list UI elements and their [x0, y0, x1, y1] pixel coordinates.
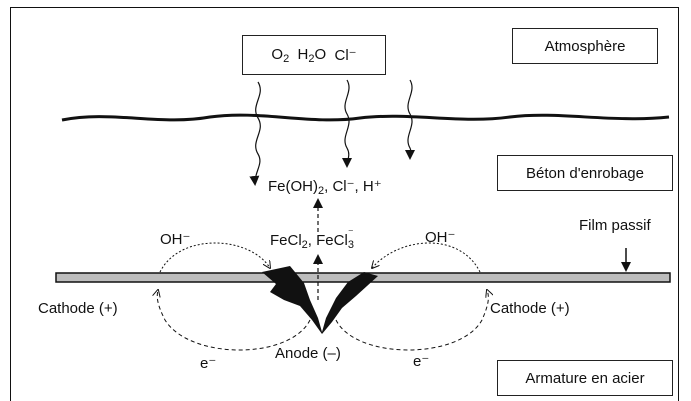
steel-label: Armature en acier: [525, 369, 645, 387]
cathode-left-label: Cathode (+): [38, 300, 118, 317]
iron-chloride-label: FeCl2, FeCl⁻3: [270, 227, 354, 251]
cathode-right-label: Cathode (+): [490, 300, 570, 317]
diagram-frame: [10, 7, 679, 401]
diffusion-arrow-2: [342, 79, 353, 168]
oh-arc-left: [159, 242, 270, 273]
passive-film-label: Film passif: [579, 217, 651, 234]
oh-right-label: OH⁻: [425, 229, 456, 246]
concrete-box: Béton d'enrobage: [497, 155, 673, 191]
electron-right-label: e⁻: [413, 353, 430, 370]
electron-loop-right: [335, 290, 488, 351]
oh-arc-right: [372, 242, 481, 273]
o2-label: O2: [271, 45, 290, 65]
atmosphere-box: Atmosphère: [512, 28, 658, 64]
incoming-species-box: O2 H2O Cl⁻: [242, 35, 386, 75]
electron-loop-left: [157, 290, 311, 351]
steel-box: Armature en acier: [497, 360, 673, 396]
corrosion-products-label: Fe(OH)2, Cl⁻, H⁺: [268, 178, 382, 197]
corrosion-pit: [262, 266, 378, 334]
anode-label: Anode (–): [275, 345, 341, 362]
atmosphere-label: Atmosphère: [544, 37, 626, 55]
electron-left-label: e⁻: [200, 355, 217, 372]
h2o-label: H2O: [297, 45, 327, 65]
chloride-label: Cl⁻: [334, 47, 357, 64]
diffusion-arrow-3: [405, 79, 416, 160]
diffusion-arrow-1: [249, 81, 261, 186]
oh-left-label: OH⁻: [160, 231, 191, 248]
concrete-surface-line: [61, 113, 670, 122]
concrete-label: Béton d'enrobage: [526, 164, 644, 182]
